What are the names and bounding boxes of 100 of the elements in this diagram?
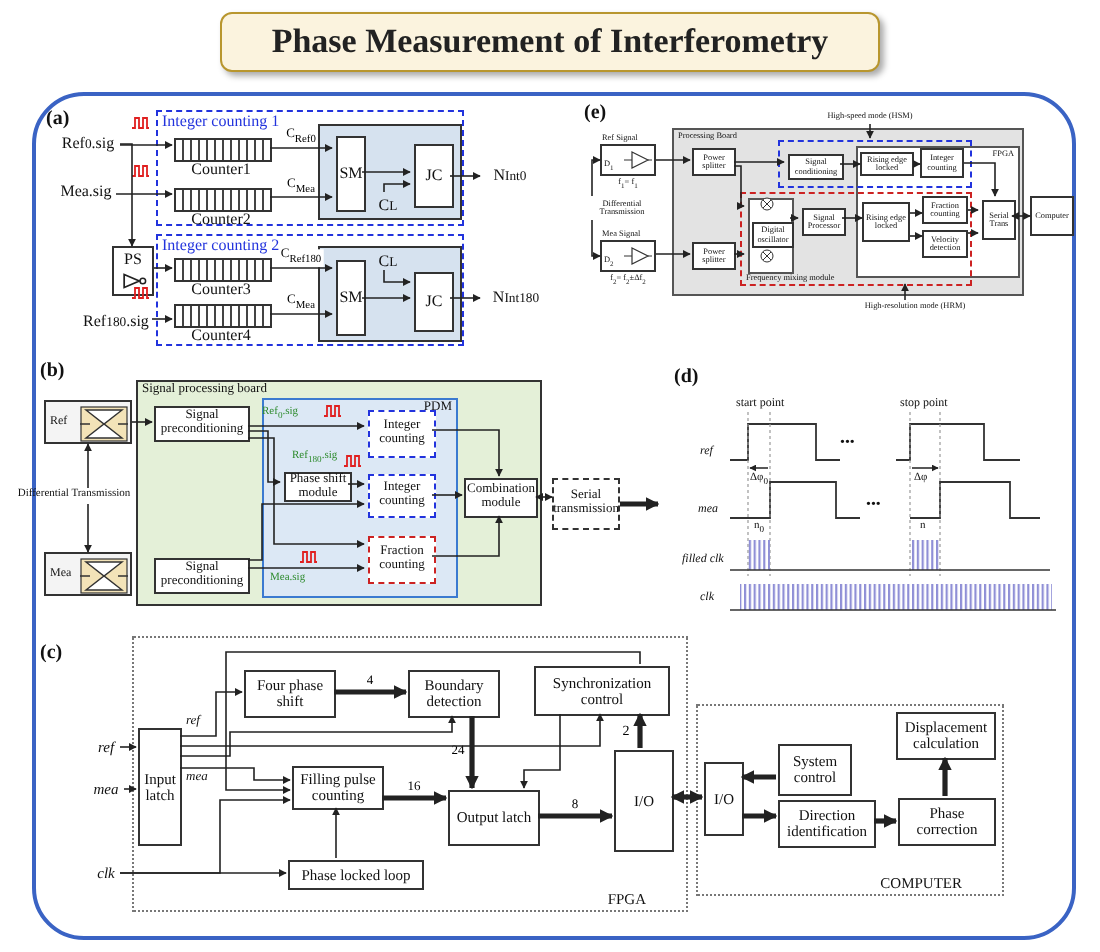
arrow [733,158,785,166]
arrow [967,206,979,214]
counter-register [174,304,272,328]
arrow [938,756,952,796]
arrow [535,493,553,501]
transmitter-box [44,552,132,596]
arrow [655,156,691,164]
arrow [901,283,909,301]
arrow [179,767,291,784]
arrow [591,156,601,197]
process-box: JC [414,272,454,332]
arrow [361,294,411,302]
arrow [179,688,243,737]
arrow [382,791,448,805]
arrow [247,422,365,430]
transmitter-box [44,400,132,444]
node-label: Counter3 [191,282,251,298]
panel-letter: (c) [40,644,63,664]
arrow [909,209,923,217]
panel-letter: (e) [584,104,607,124]
arrow [269,193,333,201]
arrow [538,809,614,823]
process-box: SM [336,260,366,336]
arrow [789,214,799,222]
arrow [123,785,137,793]
arrow [967,229,979,237]
node-label: Counter1 [191,162,251,178]
arrow [520,713,561,789]
arrow [361,168,411,176]
arrow [269,144,333,152]
process-box: SM [336,136,366,212]
signal-label: Mea.sig [56,182,116,202]
panel-letter: (a) [46,110,70,130]
group-box [318,124,462,220]
group-box [132,636,688,912]
arrow [670,790,704,804]
arrow [733,250,745,258]
group-box [136,380,542,606]
arrow [119,141,173,149]
arrow [332,807,340,859]
arrow [269,264,333,272]
arrow [334,685,408,699]
counter-register [174,188,272,212]
arrow [431,429,503,477]
arrow [131,418,153,426]
arrow [733,165,745,210]
node-label: Counter4 [191,328,251,344]
arrow [963,162,999,197]
arrow [866,123,874,139]
arrow [225,651,641,794]
arrow [247,437,365,548]
group-title: Integer counting 1 [162,114,280,130]
arrow [179,713,604,747]
group-box [696,704,1004,896]
process-box: JC [414,144,454,208]
dashed-group-box [156,110,464,226]
counter-register [174,258,272,282]
arrow [119,796,291,874]
panel-letter: (b) [40,362,65,382]
group-box [748,198,794,274]
arrow [247,500,365,561]
group-title: Integer counting 2 [162,238,280,254]
arrow [633,712,647,748]
arrow [84,503,92,553]
process-box [112,246,154,296]
arrow [841,214,863,222]
arrow [383,180,411,193]
arrow [119,143,136,247]
arrow [591,219,601,260]
arrow [449,172,481,180]
arrow [115,190,173,198]
arrow [912,160,921,168]
arrow [431,491,463,499]
arrow [1011,212,1031,220]
title-banner: Phase Measurement of Interferometry [220,12,880,72]
dashed-group-box [156,234,464,346]
arrow [909,232,923,240]
arrow [742,809,778,823]
arrow [247,564,365,572]
arrow [874,814,898,828]
arrow [84,443,92,489]
arrow [449,294,481,302]
node-text: PS [124,252,142,268]
arrow [119,743,137,751]
node-label: Counter2 [191,212,251,228]
arrow [153,264,173,272]
counter-register [174,138,272,162]
arrow [383,269,411,286]
arrow [431,515,503,557]
arrow [247,430,281,486]
group-box [318,246,462,342]
arrow [269,310,333,318]
arrow [151,315,173,323]
arrow [620,497,660,511]
group-box [262,398,458,598]
panel-letter: (d) [674,368,699,388]
arrow [655,250,691,258]
arrow [465,716,479,790]
arrow [740,770,776,784]
arrow [179,715,456,757]
